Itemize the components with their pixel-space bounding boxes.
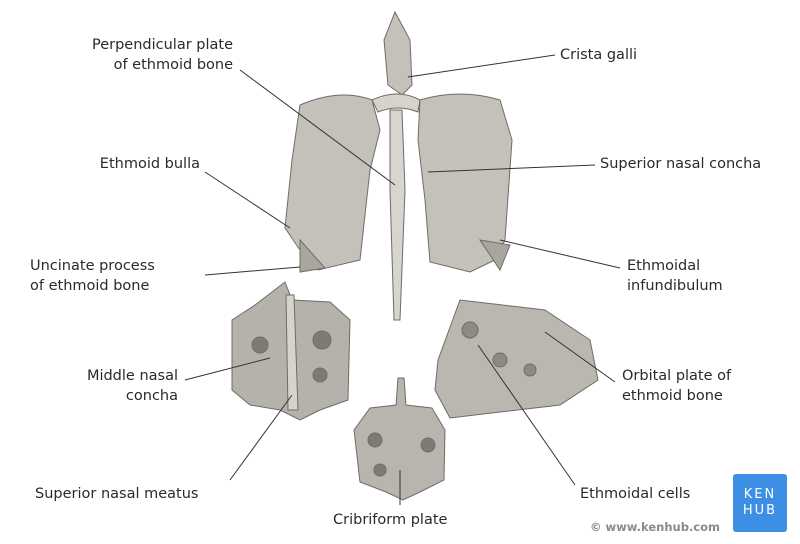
label-line: of ethmoid bone [30, 278, 150, 294]
logo-text-top: KEN [743, 487, 777, 502]
label-line: Ethmoidal [627, 258, 701, 274]
label-line: Uncinate process [30, 258, 155, 274]
label-superior-nasal-meatus: Superior nasal meatus [35, 486, 199, 502]
label-ethmoid-bulla: Ethmoid bulla [99, 156, 200, 172]
label-line: of ethmoid bone [113, 57, 233, 73]
label-uncinate-process: Uncinate process of ethmoid bone [30, 256, 155, 296]
kenhub-logo[interactable]: KEN HUB [733, 474, 787, 532]
ethmoid-bone-posterior-view [231, 281, 351, 421]
label-perpendicular-plate: Perpendicular plate of ethmoid bone [92, 35, 233, 75]
copyright-text: © www.kenhub.com [590, 520, 721, 534]
label-line: Perpendicular plate [91, 37, 233, 53]
label-ethmoidal-infundibulum: Ethmoidal infundibulum [627, 256, 723, 296]
logo-text-bottom: HUB [742, 503, 778, 518]
label-cribriform-plate: Cribriform plate [333, 512, 448, 528]
label-line: infundibulum [627, 278, 723, 294]
ethmoid-bone-superior-view [353, 377, 446, 501]
label-ethmoidal-cells: Ethmoidal cells [580, 486, 691, 502]
label-line: Middle nasal [86, 368, 178, 384]
label-orbital-plate: Orbital plate of ethmoid bone [622, 366, 731, 406]
label-line: Orbital plate of [622, 368, 732, 384]
label-crista-galli: Crista galli [560, 47, 638, 63]
label-middle-nasal-concha: Middle nasal concha [87, 366, 178, 406]
label-superior-nasal-concha: Superior nasal concha [600, 156, 762, 172]
ethmoid-bone-lateral-view [434, 299, 599, 419]
leader-lines [184, 54, 621, 505]
label-line: concha [125, 388, 178, 404]
label-line: ethmoid bone [622, 388, 723, 404]
ethmoid-bone-anterior-view [284, 10, 513, 321]
